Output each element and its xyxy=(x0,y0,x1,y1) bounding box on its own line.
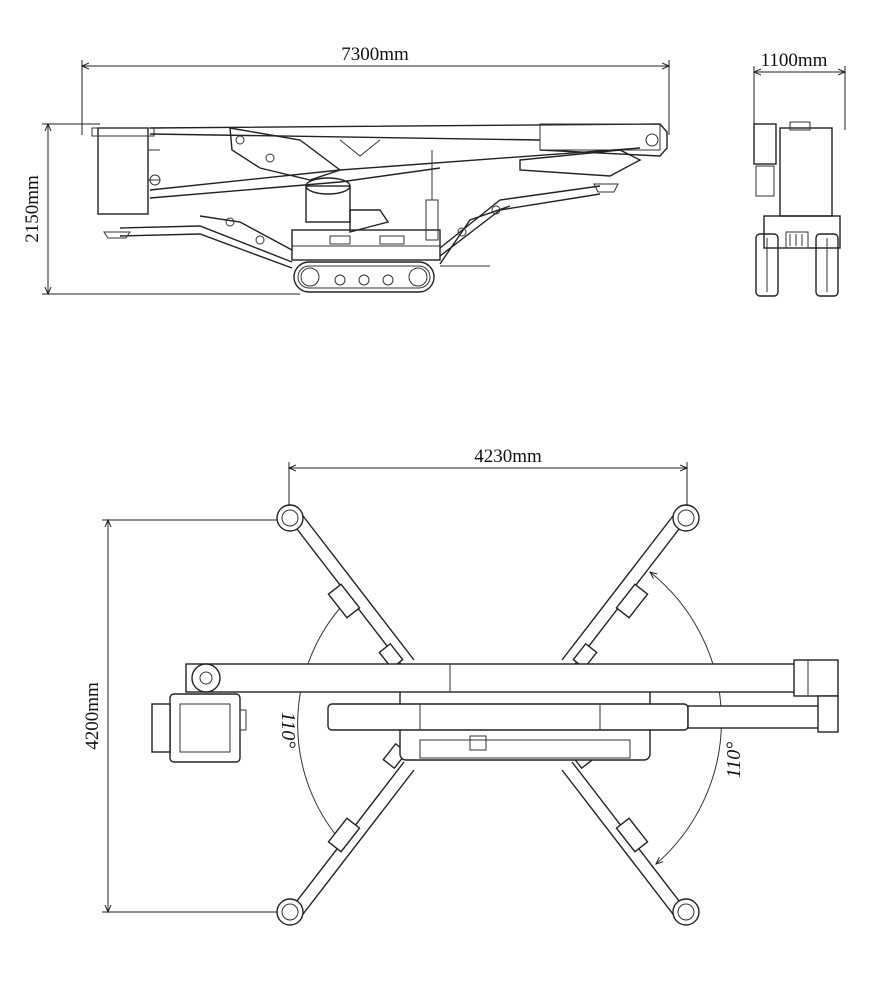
top-depth-label: 4200mm xyxy=(82,682,103,750)
top-view: 4230mm 4200mm 110° 110° xyxy=(82,446,839,926)
outrigger-bottom-left xyxy=(276,742,415,926)
angle-left-label: 110° xyxy=(277,712,299,749)
side-crawler-track xyxy=(293,261,435,293)
top-lower-boom xyxy=(327,695,839,733)
top-depth-dimension: 4200mm xyxy=(82,520,280,912)
side-basket xyxy=(91,127,160,215)
side-outrigger-left xyxy=(103,215,293,269)
outrigger-top-left xyxy=(276,504,415,670)
angle-arc-left: 110° xyxy=(277,607,341,841)
side-main-boom xyxy=(149,123,668,157)
side-height-label: 2150mm xyxy=(22,175,43,243)
outrigger-bottom-right xyxy=(561,742,700,926)
front-width-label: 1100mm xyxy=(761,50,828,71)
side-length-dimension: 7300mm xyxy=(82,44,669,135)
side-height-dimension: 2150mm xyxy=(22,124,300,294)
front-tracks xyxy=(755,233,839,297)
side-outrigger-right xyxy=(439,183,619,267)
angle-right-label: 110° xyxy=(723,742,745,779)
side-turret xyxy=(305,150,439,241)
top-span-label: 4230mm xyxy=(474,446,542,467)
side-length-label: 7300mm xyxy=(341,44,409,65)
side-knuckle xyxy=(229,127,381,181)
side-view: 7300mm 2150mm xyxy=(22,44,669,294)
top-basket xyxy=(151,693,247,763)
front-view: 1100mm xyxy=(753,50,845,297)
outrigger-top-right xyxy=(561,504,700,670)
top-span-dimension: 4230mm xyxy=(289,446,687,510)
front-body xyxy=(753,121,841,249)
front-width-dimension: 1100mm xyxy=(754,50,845,130)
side-chassis xyxy=(291,229,441,261)
top-upper-boom xyxy=(185,659,839,697)
